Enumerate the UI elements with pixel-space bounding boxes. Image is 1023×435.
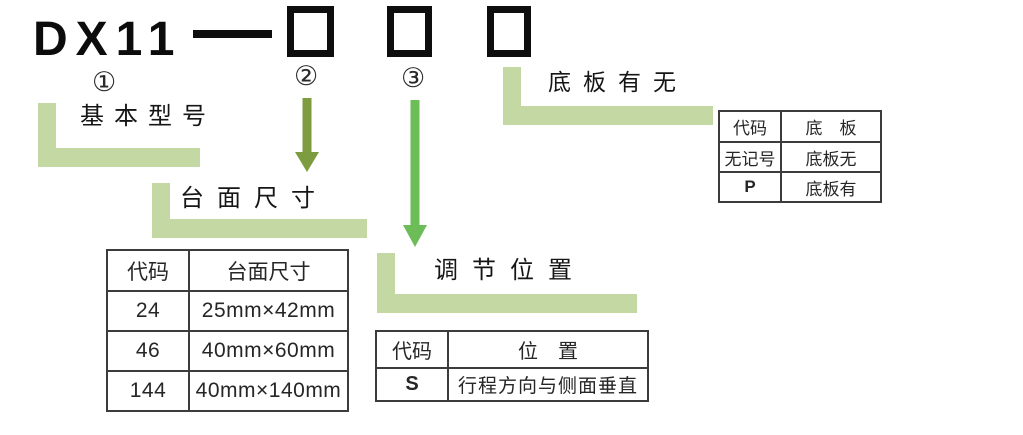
table-row: 代码 位 置 bbox=[375, 330, 649, 369]
label-adjust-position: 调节位置 bbox=[434, 258, 586, 284]
label-basic-model: 基本型号 bbox=[80, 104, 216, 130]
marker-circled-1: ① bbox=[92, 67, 117, 97]
table-header-size: 台面尺寸 bbox=[188, 249, 349, 292]
table-header-code: 代码 bbox=[106, 249, 190, 292]
arrow-shaft bbox=[302, 98, 312, 153]
table-header-code: 代码 bbox=[375, 330, 449, 369]
table-row: 代码 台面尺寸 bbox=[106, 249, 349, 292]
model-digit-box-1 bbox=[287, 6, 334, 57]
table-header-position: 位 置 bbox=[447, 330, 649, 369]
down-arrow-icon-2 bbox=[295, 98, 319, 172]
label-table-size: 台面尺寸 bbox=[180, 186, 328, 212]
table-cell-size: 40mm×60mm bbox=[188, 330, 349, 372]
table-header-plate: 底 板 bbox=[780, 110, 882, 143]
table-cell-code: 24 bbox=[106, 290, 190, 332]
table-base-plate-spec: 代码 底 板 无记号 底板无 P 底板有 bbox=[718, 110, 882, 203]
table-cell-code: 46 bbox=[106, 330, 190, 372]
marker-circled-2: ② bbox=[294, 61, 319, 91]
table-row: 无记号 底板无 bbox=[718, 141, 882, 173]
label-base-plate: 底板有无 bbox=[548, 70, 688, 95]
table-row: 46 40mm×60mm bbox=[106, 330, 349, 372]
marker-circled-3: ③ bbox=[401, 63, 426, 93]
table-cell-plate: 底板有 bbox=[780, 171, 882, 203]
table-header-code: 代码 bbox=[718, 110, 782, 143]
table-row: S 行程方向与侧面垂直 bbox=[375, 367, 649, 402]
model-digit-box-3 bbox=[487, 6, 531, 57]
bracket-base-plate bbox=[503, 67, 713, 125]
bracket-adjust-position bbox=[377, 253, 637, 313]
arrow-head bbox=[295, 152, 319, 172]
table-cell-plate: 底板无 bbox=[780, 141, 882, 173]
table-cell-code: P bbox=[718, 171, 782, 203]
model-dash-line bbox=[193, 30, 272, 38]
bracket-basic-model bbox=[38, 103, 200, 167]
table-cell-size: 40mm×140mm bbox=[188, 370, 349, 412]
arrow-head bbox=[403, 225, 427, 247]
table-row: 24 25mm×42mm bbox=[106, 290, 349, 332]
table-cell-code: S bbox=[375, 367, 449, 402]
table-cell-code: 无记号 bbox=[718, 141, 782, 173]
table-row: 代码 底 板 bbox=[718, 110, 882, 143]
table-position-spec: 代码 位 置 S 行程方向与侧面垂直 bbox=[375, 330, 649, 402]
table-cell-size: 25mm×42mm bbox=[188, 290, 349, 332]
table-row: 144 40mm×140mm bbox=[106, 370, 349, 412]
table-row: P 底板有 bbox=[718, 171, 882, 203]
bracket-table-size bbox=[152, 183, 367, 238]
table-cell-position: 行程方向与侧面垂直 bbox=[447, 367, 649, 402]
down-arrow-icon-3 bbox=[403, 100, 427, 248]
table-cell-code: 144 bbox=[106, 370, 190, 412]
model-prefix-text: DX11 bbox=[33, 13, 183, 66]
model-digit-box-2 bbox=[387, 6, 432, 57]
arrow-shaft bbox=[410, 100, 420, 226]
table-size-spec: 代码 台面尺寸 24 25mm×42mm 46 40mm×60mm 144 40… bbox=[106, 249, 349, 412]
